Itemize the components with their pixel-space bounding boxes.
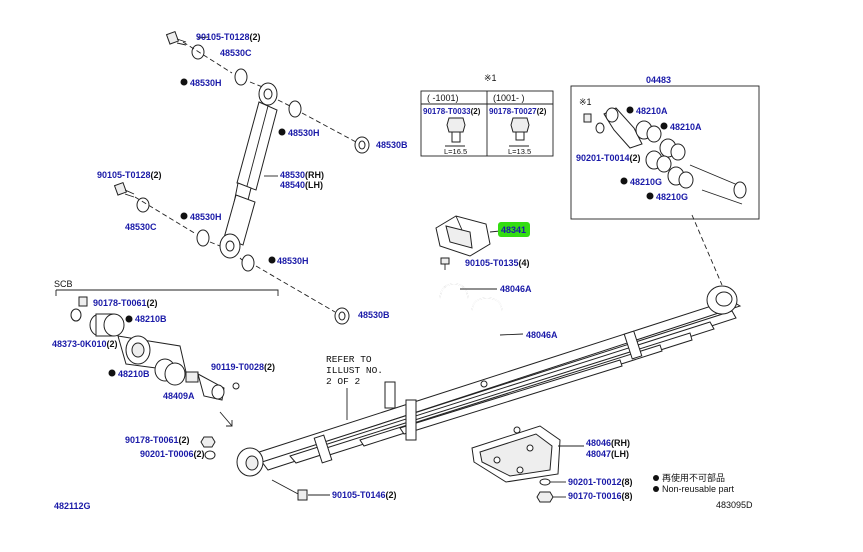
label-48341[interactable]: 48341	[501, 225, 526, 235]
table-part-2: 90178-T0027(2)	[489, 107, 547, 116]
table-bolt-b	[510, 117, 530, 141]
label-star-table: ※1	[484, 73, 497, 83]
bushing-48210b-a[interactable]	[89, 313, 125, 337]
label-90178-t0061-front: 90178-T0061(2)	[125, 435, 190, 445]
table-col-1: ( -1001)	[427, 93, 459, 103]
table-col-2: (1001- )	[493, 93, 525, 103]
label-90178-t0061-scb: 90178-T0061(2)	[93, 298, 158, 308]
spring-seat-plate[interactable]	[471, 425, 561, 483]
label-90170-t0016: 90170-T0016(8)	[568, 491, 633, 501]
label-48530h-c: 48530H	[190, 212, 222, 222]
label-90105-t0146: 90105-T0146(2)	[332, 490, 397, 500]
bolt-top[interactable]	[165, 30, 187, 46]
label-48046a-rear: 48046A	[526, 330, 558, 340]
box-04483-parts[interactable]	[583, 107, 747, 205]
label-48530b-lower: 48530B	[358, 310, 390, 320]
label-48530h-d: 48530H	[277, 256, 309, 266]
label-48530: 48530(RH)	[280, 170, 324, 180]
label-star-box: ※1	[579, 97, 592, 107]
legend-en: Non-reusable part	[662, 484, 735, 494]
table-length-2: L=13.5	[508, 147, 531, 156]
code-right: 483095D	[716, 500, 753, 510]
shock-absorber[interactable]	[219, 82, 278, 259]
u-bolt-48046a-front[interactable]	[439, 283, 469, 360]
refer-line-2: ILLUST NO.	[326, 365, 383, 376]
label-48530h-a: 48530H	[190, 78, 222, 88]
box-04483	[570, 85, 760, 220]
bushing-48530h-b[interactable]	[288, 100, 302, 118]
nut-90170-t0016[interactable]	[536, 491, 554, 503]
label-48047: 48047(LH)	[586, 449, 629, 459]
label-90105-t0135: 90105-T0135(4)	[465, 258, 530, 268]
label-48530b-top: 48530B	[376, 140, 408, 150]
label-48409a: 48409A	[163, 391, 195, 401]
bracket-48341[interactable]	[435, 215, 491, 257]
bolt-90105-t0146[interactable]	[271, 479, 308, 501]
label-48530h-b: 48530H	[288, 128, 320, 138]
washer-48530c-lower[interactable]	[136, 197, 150, 213]
bushing-48210b-b[interactable]	[154, 358, 186, 386]
bushing-48530h-d[interactable]	[241, 254, 255, 272]
label-48540: 48540(LH)	[280, 180, 323, 190]
label-48046a-front: 48046A	[500, 284, 532, 294]
label-48530c-lower: 48530C	[125, 222, 157, 232]
label-90201-t0012: 90201-T0012(8)	[568, 477, 633, 487]
label-48210a-b: 48210A	[670, 122, 702, 132]
scb-box	[55, 289, 279, 296]
label-48210b-b: 48210B	[118, 369, 150, 379]
bushing-48530h-a[interactable]	[234, 68, 248, 86]
label-scb: SCB	[54, 279, 73, 289]
refer-line-3: 2 OF 2	[326, 376, 361, 387]
bolt-90105-t0135[interactable]	[440, 257, 450, 270]
scb-washer[interactable]	[70, 308, 82, 322]
table-length-1: L=16.5	[444, 147, 467, 156]
arrow-down	[219, 411, 233, 427]
label-48210a-a: 48210A	[636, 106, 668, 116]
legend-jp: 再使用不可部品	[662, 472, 725, 483]
label-48373-0k010: 48373-0K010(2)	[52, 339, 118, 349]
label-04483: 04483	[646, 75, 671, 85]
label-48530c-top: 48530C	[220, 48, 252, 58]
grease-fitting[interactable]	[232, 382, 240, 390]
code-left: 482112G	[54, 501, 91, 511]
table-bolt-a	[446, 117, 466, 143]
label-90105-t0128-top: 90105-T0128(2)	[196, 32, 261, 42]
bolt-lower[interactable]	[113, 181, 135, 198]
label-48210g-b: 48210G	[656, 192, 688, 202]
label-90201-t0014: 90201-T0014(2)	[576, 153, 641, 163]
u-bolt-48046a-rear[interactable]	[471, 297, 503, 362]
front-washer[interactable]	[204, 450, 216, 460]
washer-90201-t0012[interactable]	[539, 478, 551, 486]
highlight-48341	[498, 222, 530, 237]
scb-bolt[interactable]	[78, 296, 88, 307]
label-90105-t0128-lower: 90105-T0128(2)	[97, 170, 162, 180]
label-48210g-a: 48210G	[630, 177, 662, 187]
table-part-1: 90178-T0033(2)	[423, 107, 481, 116]
label-90119-t0028: 90119-T0028(2)	[211, 362, 275, 372]
leaf-spring[interactable]	[236, 285, 742, 477]
refer-line-1: REFER TO	[326, 354, 372, 365]
label-90201-t0006: 90201-T0006(2)	[140, 449, 205, 459]
label-48210b-a: 48210B	[135, 314, 167, 324]
front-bolt-head[interactable]	[200, 436, 216, 448]
bushing-48530h-c[interactable]	[196, 229, 210, 247]
label-48046: 48046(RH)	[586, 438, 630, 448]
pin-48409a[interactable]	[185, 371, 225, 401]
